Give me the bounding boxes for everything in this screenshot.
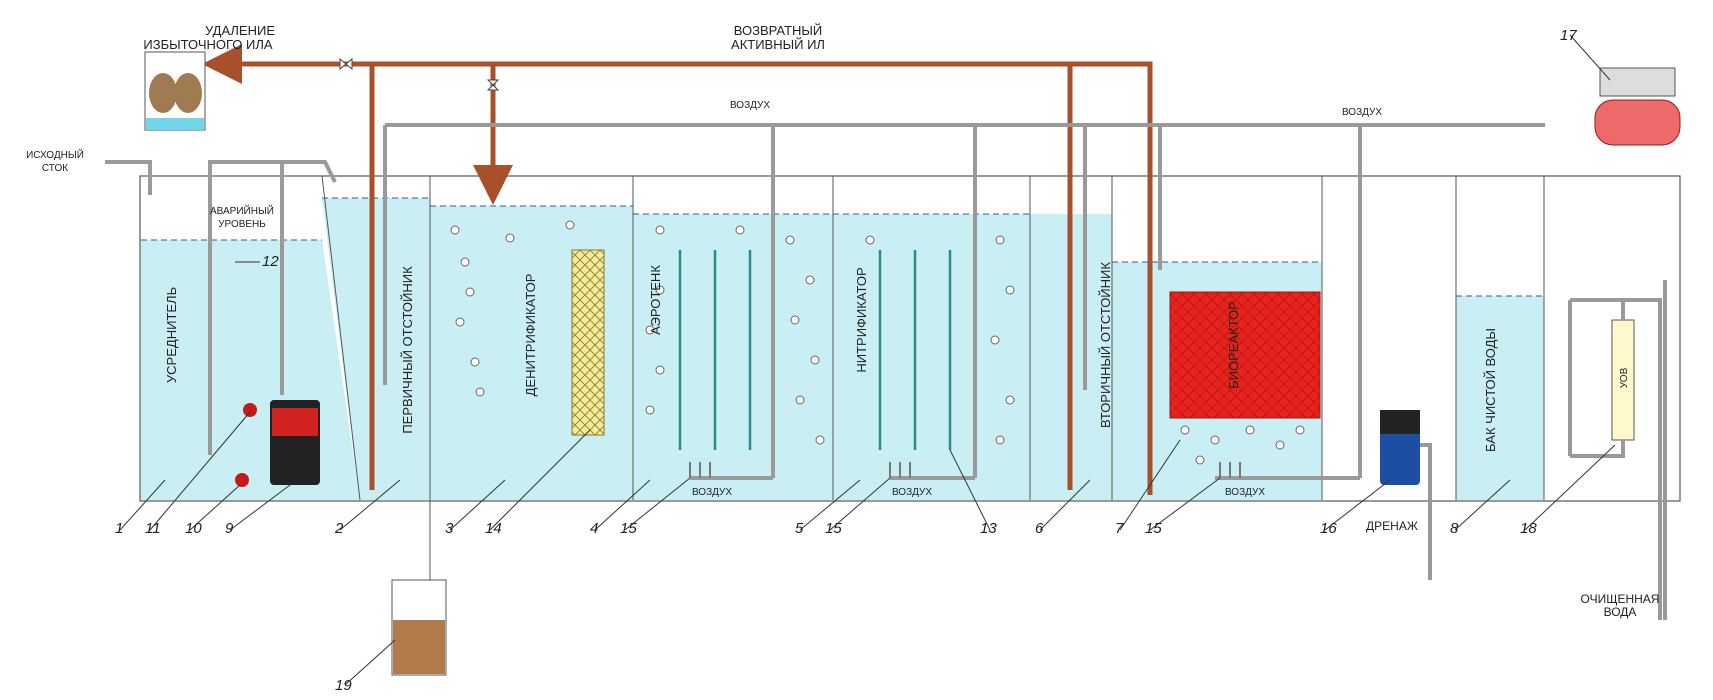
callout-15a: 15 [620, 520, 637, 537]
callout-10: 10 [185, 520, 202, 537]
callout-12: 12 [262, 253, 279, 270]
callout-13: 13 [980, 520, 997, 537]
label-emergency-2: УРОВЕНЬ [218, 219, 266, 230]
label-air-bottom-2: ВОЗДУХ [892, 487, 932, 498]
label-remove-sludge-2: ИЗБЫТОЧНОГО ИЛА [143, 37, 272, 52]
air-pipes [105, 123, 1545, 480]
label-air-bottom-3: ВОЗДУХ [1225, 487, 1265, 498]
callout-14: 14 [485, 520, 502, 537]
callout-8: 8 [1450, 520, 1459, 537]
bubbles [450, 220, 1305, 465]
tank-name-nitrifier: НИТРИФИКАТОР [854, 267, 869, 372]
tank-name-clean-water: БАК ЧИСТОЙ ВОДЫ [1483, 328, 1498, 452]
label-uov: УОВ [1619, 367, 1630, 388]
tank-name-secondary-settler: ВТОРИЧНЫЙ ОТСТОЙНИК [1098, 262, 1113, 428]
callout-9: 9 [225, 520, 234, 537]
label-air-top-left: ВОЗДУХ [730, 100, 770, 111]
excess-sludge-bins [144, 51, 206, 131]
dosing-tank-19 [391, 475, 447, 676]
callout-18: 18 [1520, 520, 1537, 537]
outlet-pipes [1420, 280, 1667, 620]
callouts [119, 34, 1616, 686]
callout-5: 5 [795, 520, 804, 537]
label-clean-water-1: ОЧИЩЕННАЯ [1581, 592, 1660, 606]
callout-15c: 15 [1145, 520, 1162, 537]
callout-17: 17 [1560, 27, 1577, 44]
callout-7: 7 [1115, 520, 1124, 537]
callout-16: 16 [1320, 520, 1337, 537]
label-clean-water-2: ВОДА [1604, 605, 1637, 619]
filter-loading [571, 249, 605, 436]
label-inlet-1: ИСХОДНЫЙ [26, 148, 84, 161]
callout-1: 1 [115, 520, 123, 537]
label-inlet-2: СТОК [42, 163, 68, 174]
label-drainage: ДРЕНАЖ [1366, 519, 1418, 533]
label-return-sludge-2: АКТИВНЫЙ ИЛ [731, 37, 825, 52]
plant-loading [678, 250, 952, 450]
label-air-bottom-1: ВОЗДУХ [692, 487, 732, 498]
main-tank [139, 175, 1681, 502]
tank-name-denitrifier: ДЕНИТРИФИКАТОР [523, 274, 538, 397]
callout-11: 11 [145, 520, 161, 537]
tank-name-equalizer: УСРЕДНИТЕЛЬ [164, 287, 179, 383]
submersible-pump-9 [235, 400, 320, 487]
callout-19: 19 [335, 677, 352, 694]
callout-2: 2 [334, 520, 344, 537]
tank-name-bioreactor: БИОРЕАКТОР [1226, 301, 1241, 389]
callout-6: 6 [1035, 520, 1044, 537]
label-return-sludge-1: ВОЗВРАТНЫЙ [734, 23, 823, 38]
tank-name-aerotank: АЭРОТЕНК [648, 265, 663, 335]
label-emergency-1: АВАРИЙНЫЙ [210, 204, 274, 217]
callout-15b: 15 [825, 520, 842, 537]
diffusers [689, 462, 1241, 478]
blower-17 [1594, 67, 1681, 146]
label-air-top-right: ВОЗДУХ [1342, 107, 1382, 118]
drainage-pump-16 [1380, 410, 1420, 485]
callout-4: 4 [590, 520, 598, 537]
sludge-valves [339, 57, 500, 91]
callout-3: 3 [445, 520, 454, 537]
tank-name-primary-settler: ПЕРВИЧНЫЙ ОТСТОЙНИК [400, 266, 415, 434]
uv-unit-18 [1568, 298, 1662, 620]
bioreactor-media [1169, 291, 1321, 419]
label-remove-sludge-1: УДАЛЕНИЕ [205, 23, 275, 38]
